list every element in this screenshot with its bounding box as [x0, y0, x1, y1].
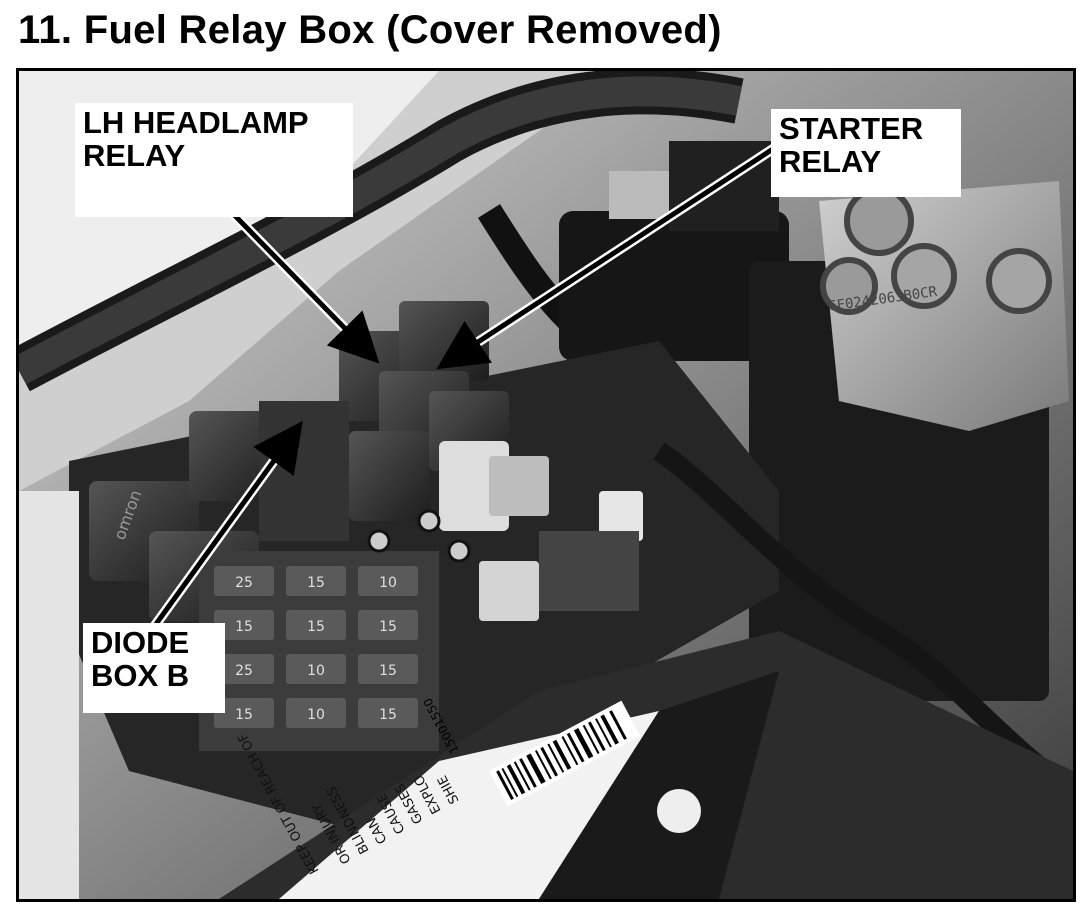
page-title: 11. Fuel Relay Box (Cover Removed)	[18, 8, 722, 52]
callout-diode-box-b: DIODE BOX B	[83, 623, 225, 713]
callout-starter-relay: STARTER RELAY	[771, 109, 961, 197]
recycle-label	[539, 671, 779, 899]
fuse-cluster	[539, 531, 639, 611]
fuse-value: 25	[235, 663, 253, 679]
fuse	[286, 698, 346, 728]
fender-shadow	[19, 71, 619, 491]
maxi-fuse-3	[479, 561, 539, 621]
callout-starter-line2: RELAY	[779, 144, 882, 179]
fuse-block: 25 15 10 15 15 15 25 10 15 15 10 15	[199, 551, 439, 751]
callout-lh-line2: RELAY	[83, 138, 186, 173]
arrow-starter	[436, 140, 782, 370]
fuse	[214, 566, 274, 596]
coolant-reservoir	[19, 491, 79, 899]
fuse	[214, 610, 274, 640]
recycle-icon	[657, 789, 701, 833]
fuse	[358, 566, 418, 596]
fuse	[214, 654, 274, 684]
fuse	[358, 698, 418, 728]
fuse	[214, 698, 274, 728]
fuse-value: 15	[379, 663, 397, 679]
relay-lower	[349, 431, 429, 521]
fuse-value: 15	[235, 619, 253, 635]
fuse	[286, 654, 346, 684]
callout-lh-headlamp-relay: LH HEADLAMP RELAY	[75, 103, 353, 217]
fuse-value: 15	[307, 619, 325, 635]
fuse	[286, 610, 346, 640]
fuse-value: 25	[235, 575, 253, 591]
rear-fuse	[609, 171, 669, 219]
fuse	[358, 610, 418, 640]
fuse-value: 15	[379, 707, 397, 723]
fuse	[286, 566, 346, 596]
callout-lh-line1: LH HEADLAMP	[83, 105, 309, 140]
fuse-value: 15	[307, 575, 325, 591]
barcode	[489, 700, 641, 807]
fuse-value: 15	[235, 707, 253, 723]
maxi-fuse-2	[489, 456, 549, 516]
callout-diode-line1: DIODE	[91, 625, 190, 660]
fuse	[358, 654, 418, 684]
arrow-diode	[146, 420, 303, 634]
mini-fuse-white	[599, 491, 643, 541]
fuse-value: 10	[307, 707, 325, 723]
fuse-value: 10	[307, 663, 325, 679]
callout-starter-line1: STARTER	[779, 111, 924, 146]
fuse-value: 10	[379, 575, 397, 591]
callout-arrows	[146, 140, 782, 634]
callout-diode-line2: BOX B	[91, 658, 190, 693]
fuse-value: 15	[379, 619, 397, 635]
